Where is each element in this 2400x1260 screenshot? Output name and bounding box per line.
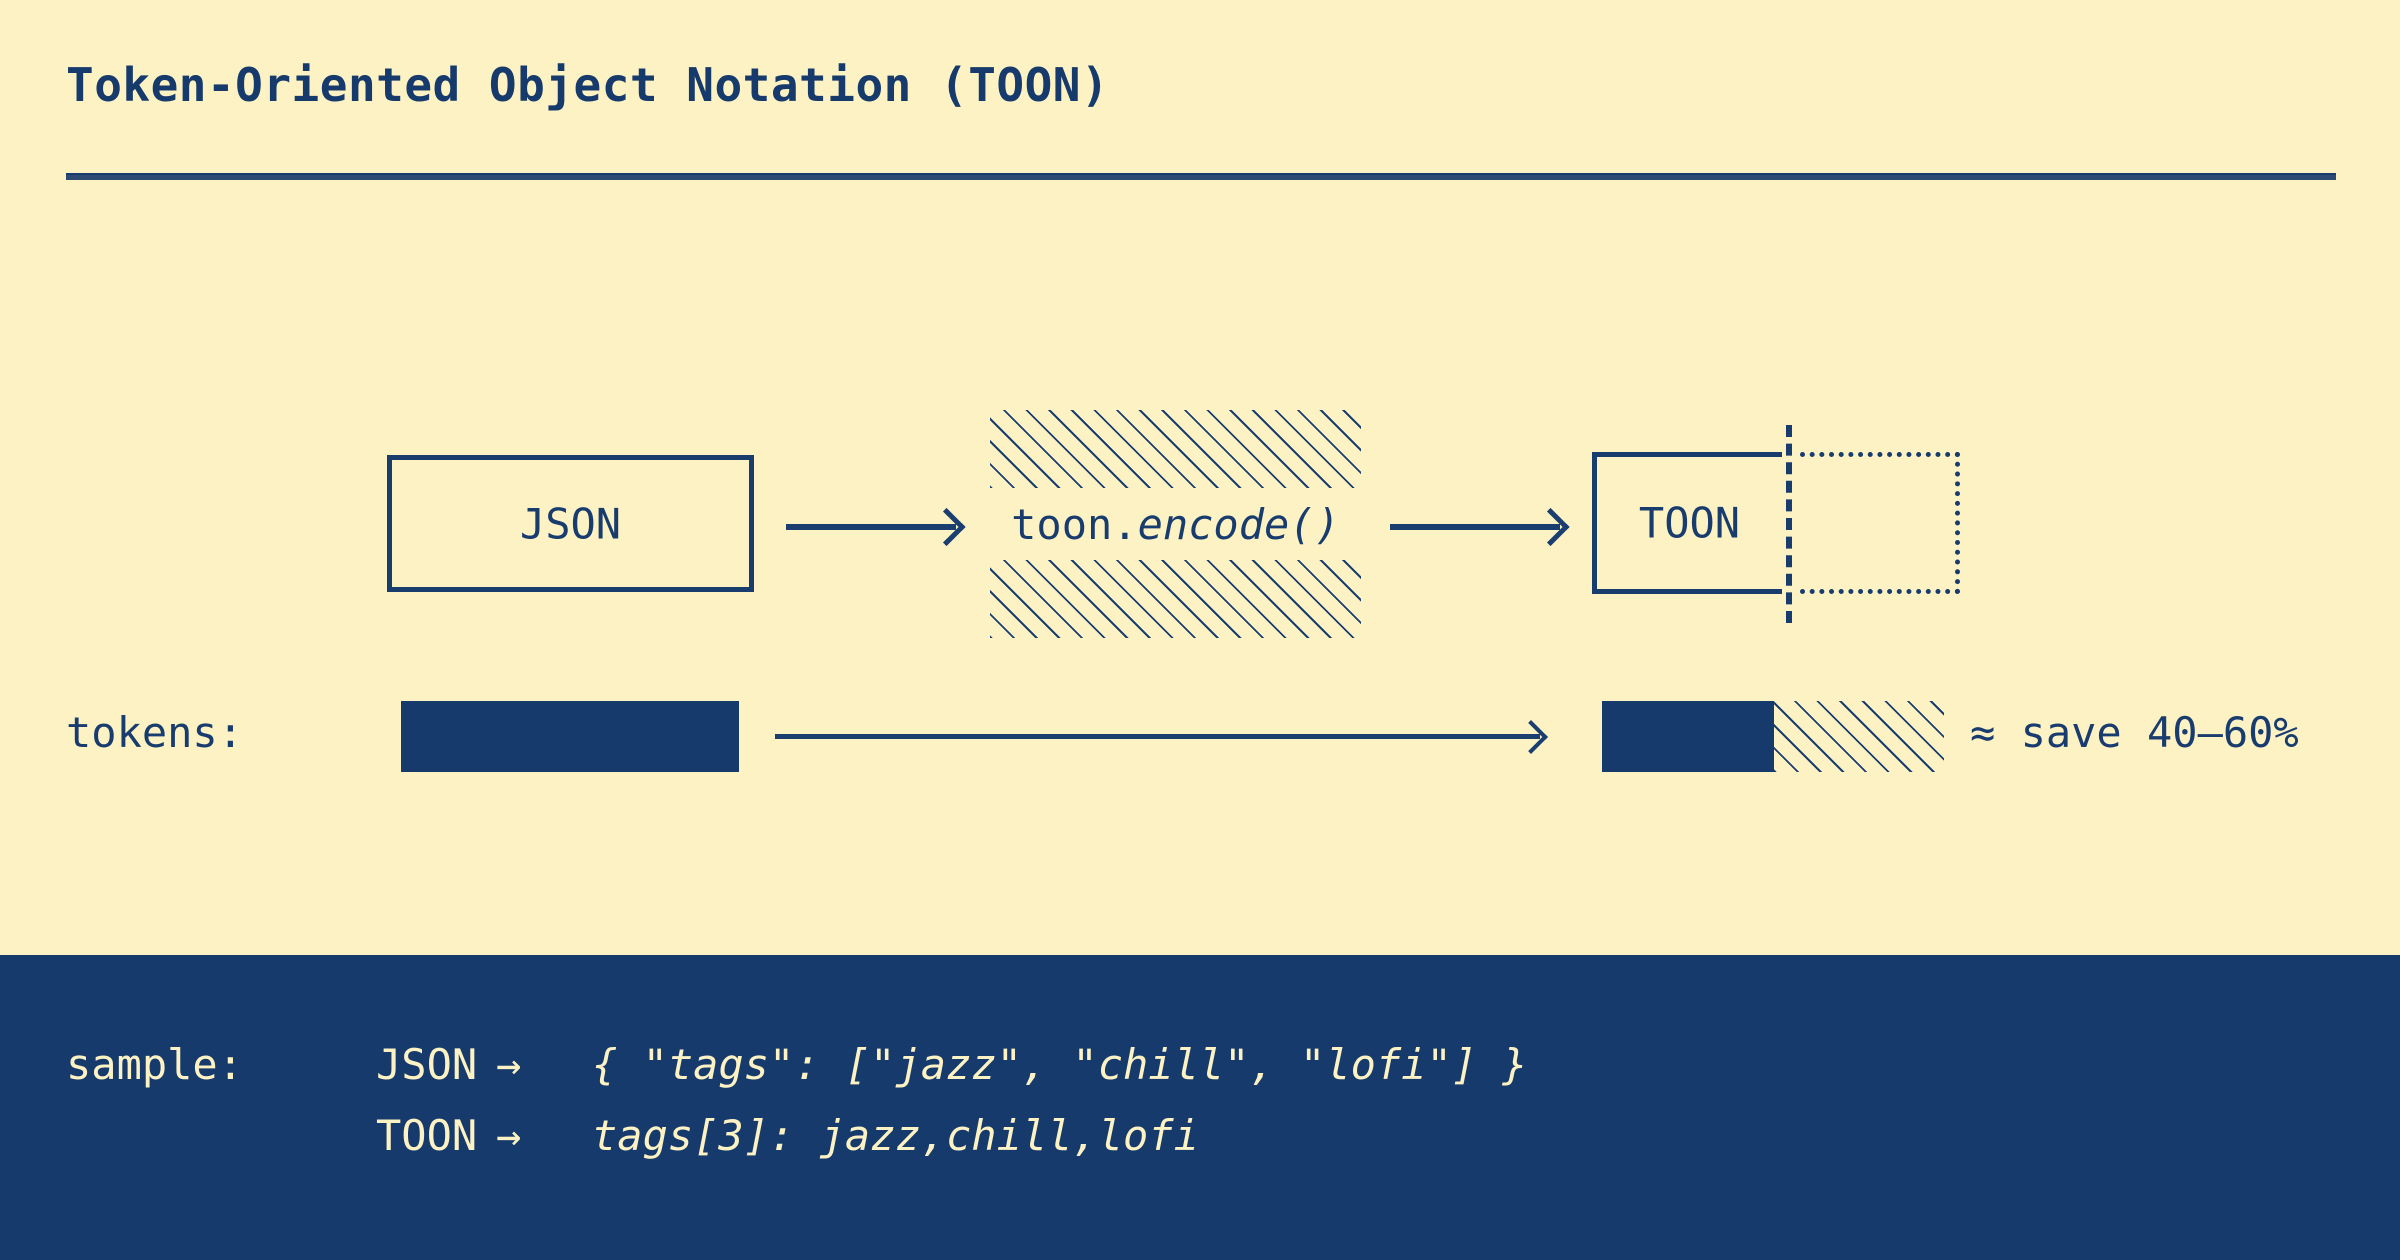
sample-label: sample: (66, 1040, 244, 1089)
sample-row-toon: TOON → tags[3]: jazz,chill,lofi (376, 1111, 1528, 1160)
sample-row-arrow-icon: → (496, 1040, 522, 1089)
title-divider (66, 173, 2336, 180)
encode-node-label: toon.encode() (990, 495, 1361, 554)
tokens-bar-toon-saved (1774, 701, 1944, 772)
tokens-bar-toon-used (1602, 701, 1774, 772)
sample-band (0, 955, 2400, 1260)
sample-row-arrow-icon: → (496, 1111, 522, 1160)
sample-row-kind: JSON (376, 1040, 478, 1089)
sample-rows: JSON → { "tags": ["jazz", "chill", "lofi… (376, 1040, 1528, 1182)
arrow-json-to-encode-icon (786, 524, 956, 530)
encode-namespace: toon. (1011, 500, 1138, 549)
page-title: Token-Oriented Object Notation (TOON) (66, 58, 1110, 112)
json-node: JSON (387, 455, 754, 592)
arrow-tokens-icon (775, 734, 1540, 739)
arrow-encode-to-toon-icon (1390, 524, 1560, 530)
sample-row-json: JSON → { "tags": ["jazz", "chill", "lofi… (376, 1040, 1528, 1089)
tokens-row-label: tokens: (66, 708, 244, 757)
tokens-bar-json (401, 701, 739, 772)
toon-node-saved-region (1800, 452, 1960, 594)
toon-node: TOON (1592, 452, 1782, 594)
tokens-savings-note: ≈ save 40–60% (1970, 708, 2299, 757)
json-node-label: JSON (519, 499, 622, 548)
toon-node-divider (1786, 425, 1792, 623)
encode-function: encode() (1137, 500, 1340, 549)
sample-row-kind: TOON (376, 1111, 478, 1160)
sample-row-code: tags[3]: jazz,chill,lofi (592, 1111, 1199, 1160)
toon-node-label: TOON (1638, 498, 1741, 548)
sample-row-code: { "tags": ["jazz", "chill", "lofi"] } (592, 1040, 1528, 1089)
encode-hatch-top (990, 410, 1361, 488)
encode-hatch-bottom (990, 560, 1361, 638)
